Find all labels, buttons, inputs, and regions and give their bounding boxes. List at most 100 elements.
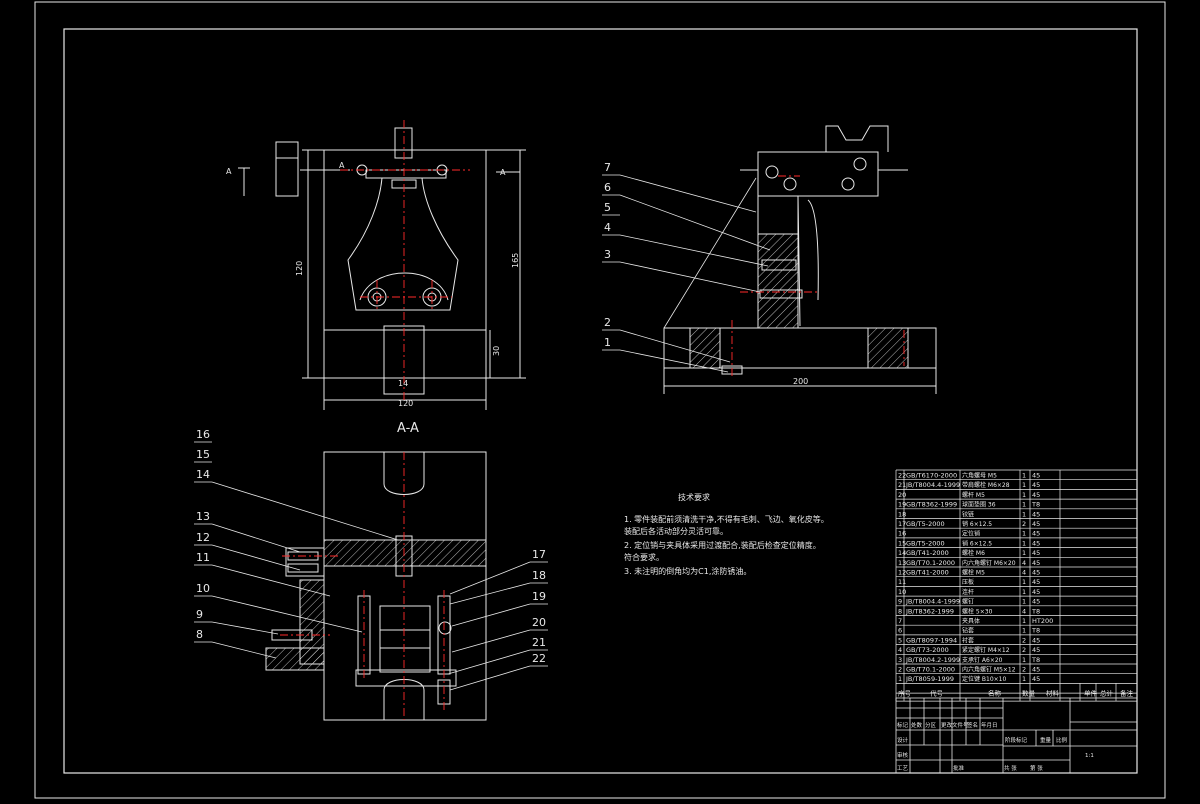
bom-cell: 球面垫圈 36 (962, 501, 996, 509)
callout-2: 2 (604, 316, 611, 329)
title-block-cell: 设计 (897, 736, 909, 744)
section-caption: A-A (397, 421, 419, 436)
bom-cell: 2 (1022, 666, 1026, 674)
bom-cell: 45 (1032, 491, 1040, 499)
drawing-frame (63, 28, 1138, 774)
bom-cell: 45 (1032, 539, 1040, 547)
bom-cell: 8 (898, 607, 902, 615)
bom-cell: 1 (1022, 510, 1026, 518)
bom-cell: 压板 (962, 578, 974, 586)
bom-cell: 1 (1022, 549, 1026, 557)
bom-cell: 1 (1022, 491, 1026, 499)
base-block (323, 329, 487, 379)
section-mark-left: A (226, 167, 232, 176)
callout-5: 5 (604, 201, 611, 214)
callout-19: 19 (532, 590, 546, 603)
callout-11: 11 (196, 551, 210, 564)
bom-cell: 45 (1032, 675, 1040, 683)
bom-cell: 5 (898, 636, 902, 644)
bom-cell: 螺钉 (962, 598, 974, 606)
bom-header-cell: 备注 (1120, 688, 1134, 697)
bom-cell: 铰链 (962, 510, 974, 518)
bom-cell: 45 (1032, 646, 1040, 654)
side-base (663, 327, 937, 369)
callout-20: 20 (532, 616, 546, 629)
bom-cell: 1 (898, 675, 902, 683)
dim-height-text: 165 (511, 253, 520, 268)
callout-3: 3 (604, 248, 611, 261)
bom-cell: 1 (1022, 627, 1026, 635)
fixture-body-outline (323, 149, 487, 331)
bom-cell: 支承钉 A6×20 (962, 656, 1003, 664)
dim-slot-text: 14 (398, 379, 408, 388)
bom-cell: 2 (1022, 646, 1026, 654)
callout-14: 14 (196, 468, 210, 481)
bom-cell: 12 (898, 569, 906, 577)
bom-cell: JB/T8004.2-1999 (905, 656, 960, 664)
bom-cell: 18 (898, 510, 906, 518)
callout-10: 10 (196, 582, 210, 595)
section-mark-right: A (500, 168, 506, 177)
notes-line-3: 2. 定位销与夹具体采用过渡配合,装配后检查定位精度。 (624, 540, 821, 550)
section-view (265, 451, 487, 721)
bom-cell: 4 (1022, 559, 1026, 567)
bom-cell: 45 (1032, 636, 1040, 644)
bom-cell: T8 (1031, 656, 1040, 664)
bom-header-cell: 序号 (898, 688, 912, 697)
title-block-cell: 比例 (1056, 736, 1068, 744)
bom-cell: 1 (1022, 539, 1026, 547)
notes-line-1: 1. 零件装配前须清洗干净,不得有毛刺、飞边、氧化皮等。 (624, 514, 829, 524)
bom-cell: 45 (1032, 520, 1040, 528)
bom-cell: 紧定螺钉 M4×12 (962, 646, 1010, 654)
section-centerlines (280, 452, 445, 720)
side-head (757, 151, 879, 197)
bom-cell: 2 (1022, 520, 1026, 528)
bom-cell: T8 (1031, 627, 1040, 635)
title-block-cell: 签名 (967, 721, 978, 729)
title-block-cell: 处数 (911, 721, 923, 729)
outer-border (34, 1, 1166, 799)
bom-header-cell: 代号 (930, 688, 944, 697)
title-block-cell: 共 张 (1004, 764, 1017, 772)
title-block-cell: 标记 (897, 721, 909, 729)
callout-15: 15 (196, 448, 210, 461)
bom-cell: 4 (1022, 569, 1026, 577)
bom-cell: HT200 (1032, 617, 1053, 625)
clamp-arm (347, 177, 459, 311)
bom-cell: 21 (898, 481, 906, 489)
bom-cell: 1 (1022, 481, 1026, 489)
bom-cell: GB/T41-2000 (906, 569, 949, 577)
bom-cell: 1 (1022, 656, 1026, 664)
bom-cell: GB/T70.1-2000 (906, 666, 955, 674)
bom-cell: 螺栓 M5 (962, 569, 985, 577)
clamp-lever (394, 127, 413, 159)
bom-cell: 13 (898, 559, 906, 567)
notes-line-4: 符合要求。 (624, 552, 664, 562)
bom-cell: JB/T8004.4-1999 (905, 481, 960, 489)
title-block-cell: 重量 (1040, 736, 1052, 744)
bom-cell: 45 (1032, 472, 1040, 480)
bom-cell: T8 (1031, 607, 1040, 615)
bom-cell: 螺栓 M6 (962, 549, 985, 557)
bom-cell: 1 (1022, 501, 1026, 509)
notes-title: 技术要求 (678, 492, 710, 502)
callout-17: 17 (532, 548, 546, 561)
bom-cell: 1 (1022, 675, 1026, 683)
side-dim-length: 200 (793, 377, 808, 386)
callout-1: 1 (604, 336, 611, 349)
bom-cell: 45 (1032, 559, 1040, 567)
bom-cell: 螺栓 5×30 (962, 607, 993, 615)
bom-header-cell: 材料 (1046, 688, 1060, 697)
bom-cell: GB/T8097-1994 (906, 636, 957, 644)
dim-left-text: 120 (295, 261, 304, 276)
bom-cell: 六角螺母 M5 (962, 472, 997, 480)
bom-cell: 1 (1022, 530, 1026, 538)
bom-cell: 内六角螺钉 M6×20 (962, 559, 1016, 567)
bom-cell: 夹具体 (962, 617, 980, 625)
bom-cell: 1 (1022, 588, 1026, 596)
title-block-cell: 批准 (953, 764, 965, 772)
section-mark-a-left: A (339, 161, 345, 170)
